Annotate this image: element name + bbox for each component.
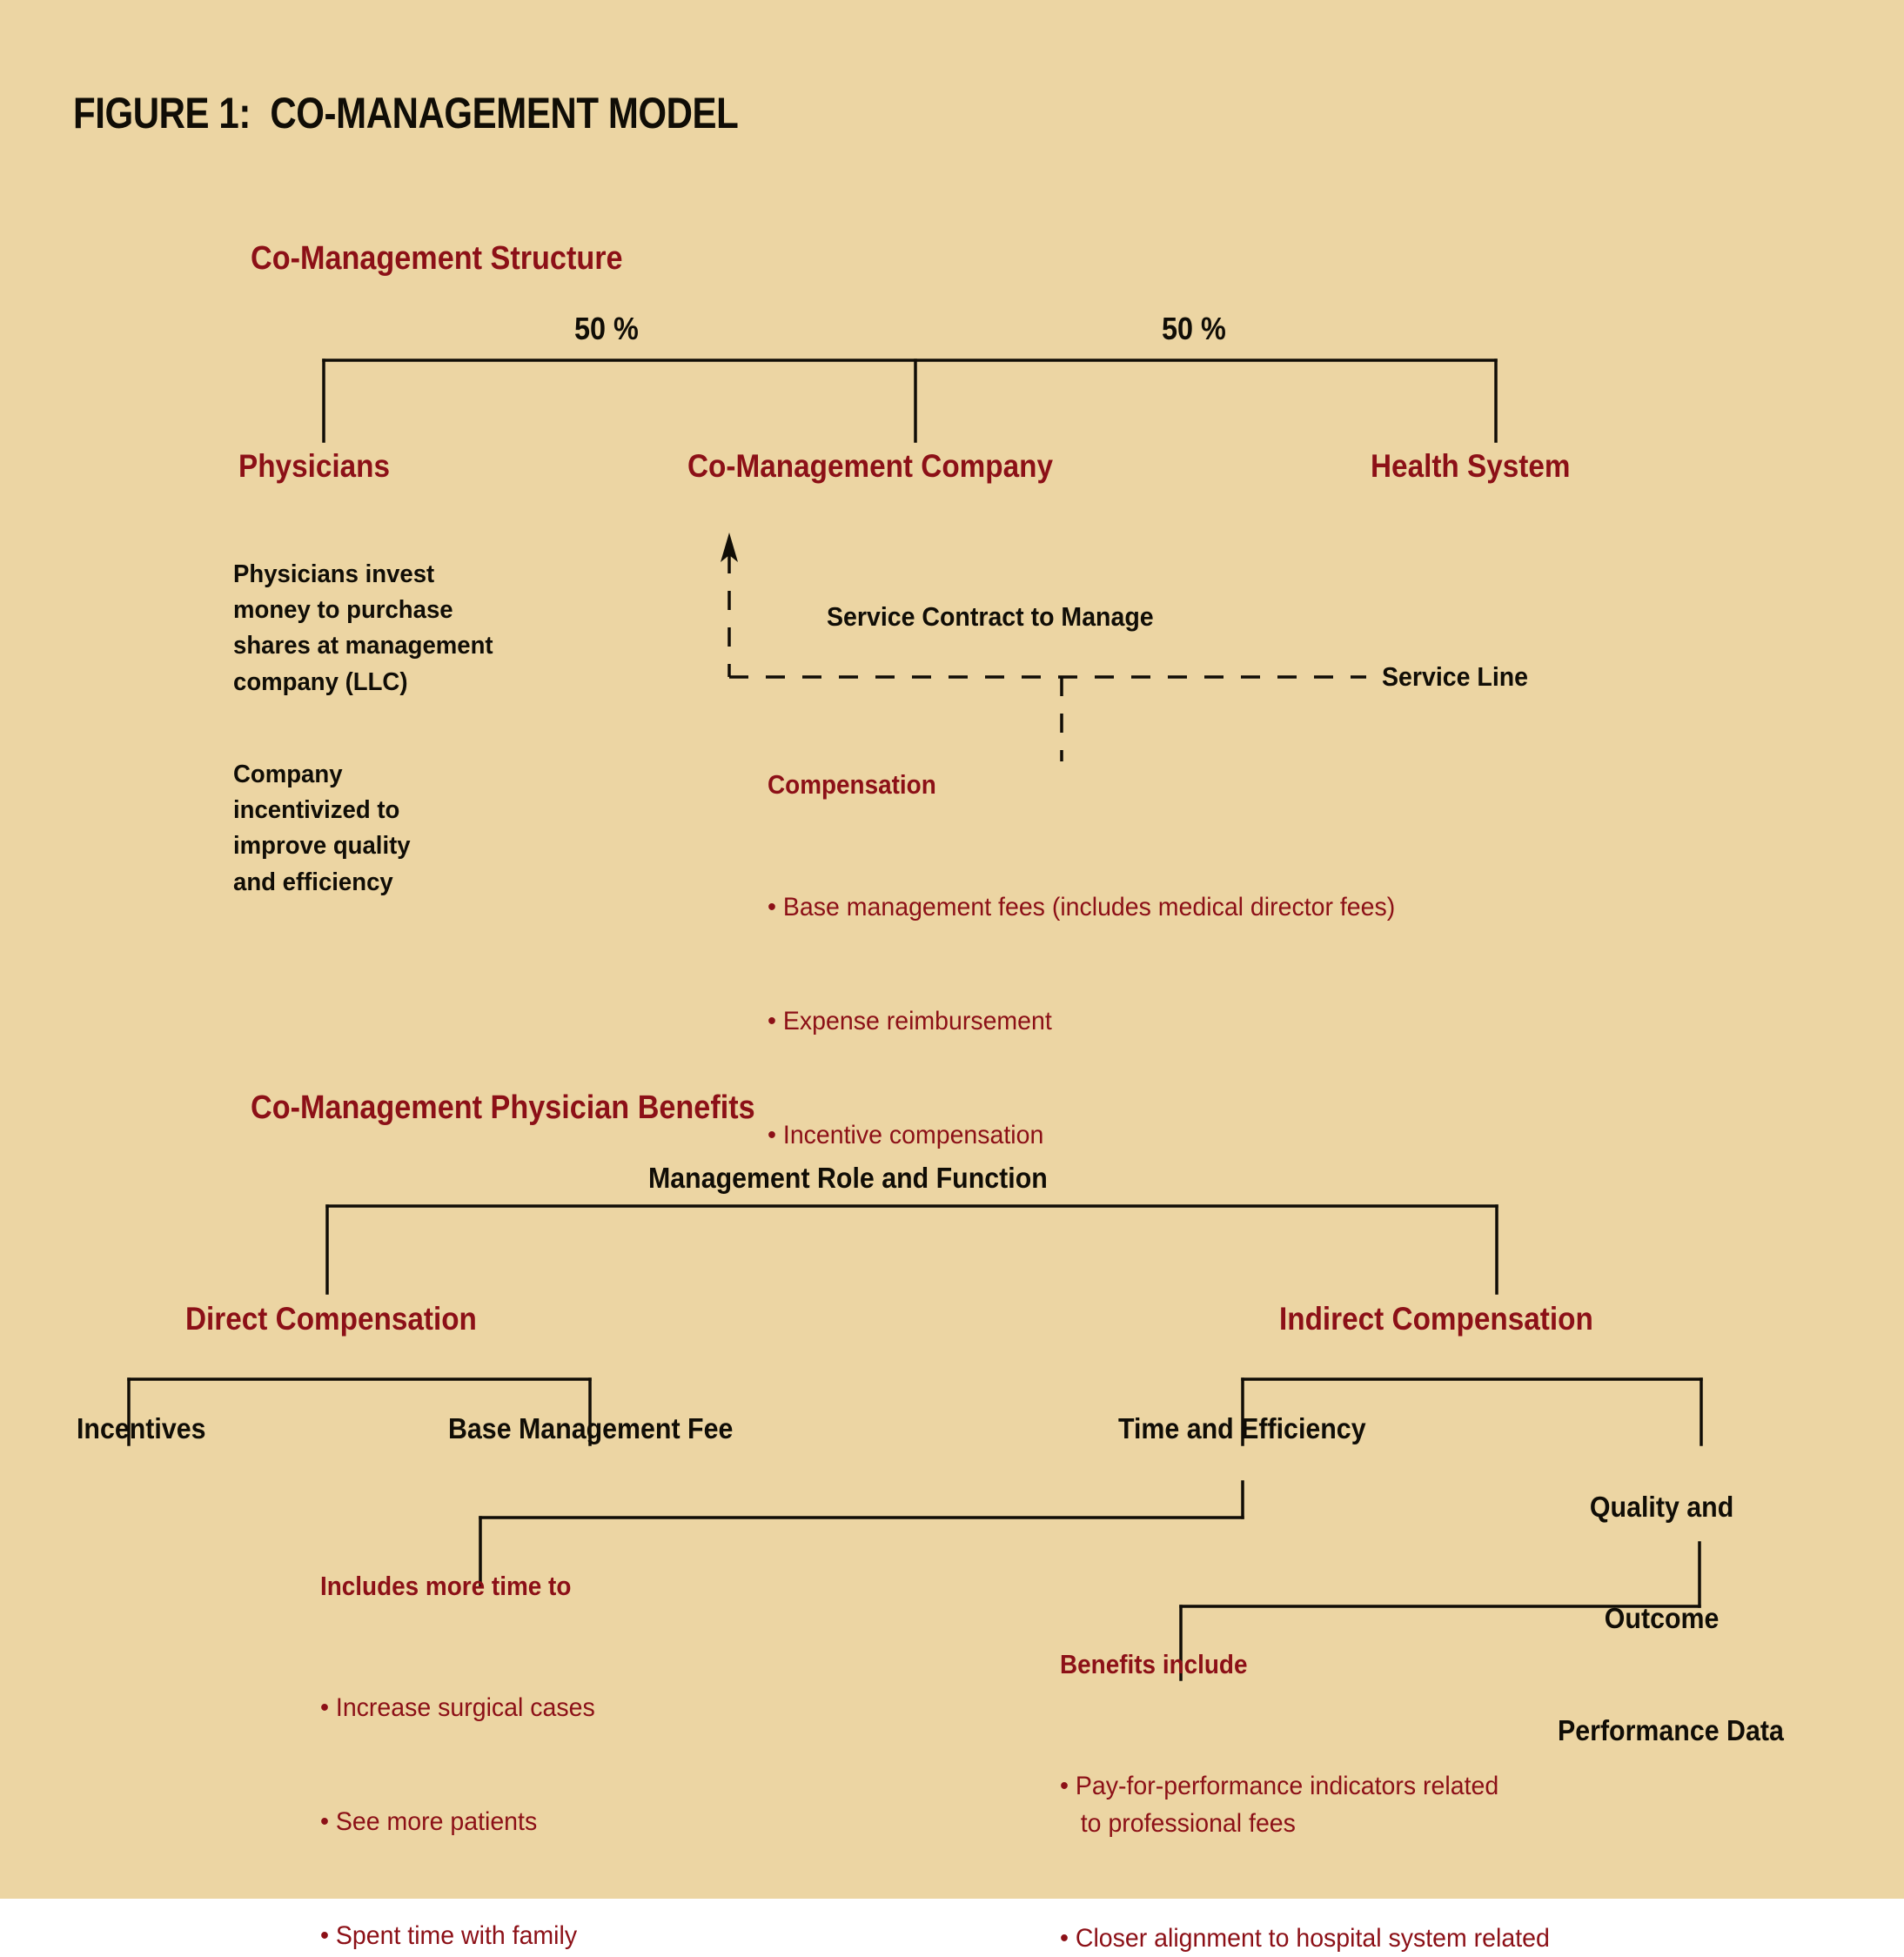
section-title-benefits: Co-Management Physician Benefits [251,1089,755,1126]
node-base-management-fee: Base Management Fee [448,1412,734,1444]
figure-canvas [0,0,1904,1899]
quality-line-3: Performance Data [1558,1714,1784,1747]
list-item: • Base management fees (includes medical… [768,892,1396,922]
node-management-role: Management Role and Function [648,1162,1048,1194]
label-service-line: Service Line [1382,661,1529,692]
percent-left: 50 % [574,311,639,346]
node-direct-compensation: Direct Compensation [185,1301,477,1337]
quality-line-1: Quality and [1589,1490,1734,1523]
node-health-system: Health System [1371,448,1571,484]
list-item: • Increase surgical cases [320,1692,595,1722]
time-list: • Increase surgical cases • See more pat… [320,1612,721,1957]
label-service-contract: Service Contract to Manage [827,601,1154,632]
node-co-management-company: Co-Management Company [687,448,1053,484]
note-physicians-invest: Physicians invest money to purchase shar… [233,560,493,696]
node-incentives: Incentives [77,1412,206,1444]
benefits-list: • Pay-for-performance indicators related… [1060,1691,1550,1957]
percent-right: 50 % [1162,311,1226,346]
list-item: • Expense reimbursement [768,1006,1052,1035]
node-physicians: Physicians [238,448,391,484]
node-time-and-efficiency: Time and Efficiency [1118,1412,1366,1444]
list-item: • See more patients [320,1806,538,1836]
compensation-heading: Compensation [768,769,936,800]
node-indirect-compensation: Indirect Compensation [1279,1301,1593,1337]
list-item: • Incentive compensation [768,1121,1044,1150]
benefits-list-heading: Benefits include [1060,1649,1248,1679]
compensation-list: • Base management fees (includes medical… [768,812,1395,1231]
quality-line-2: Outcome [1604,1602,1720,1635]
list-item: • Spent time with family [320,1921,578,1951]
note-company-incentivized: Company incentivized to improve quality … [233,761,411,896]
time-list-heading: Includes more time to [320,1571,572,1601]
list-item: • Pay-for-performance indicators related… [1060,1771,1499,1839]
list-item: • Closer alignment to hospital system re… [1060,1923,1550,1953]
section-title-structure: Co-Management Structure [251,240,623,277]
node-quality-outcome-data: Quality and Outcome Performance Data [1558,1414,1784,1825]
page-title: FIGURE 1: CO-MANAGEMENT MODEL [73,89,739,137]
